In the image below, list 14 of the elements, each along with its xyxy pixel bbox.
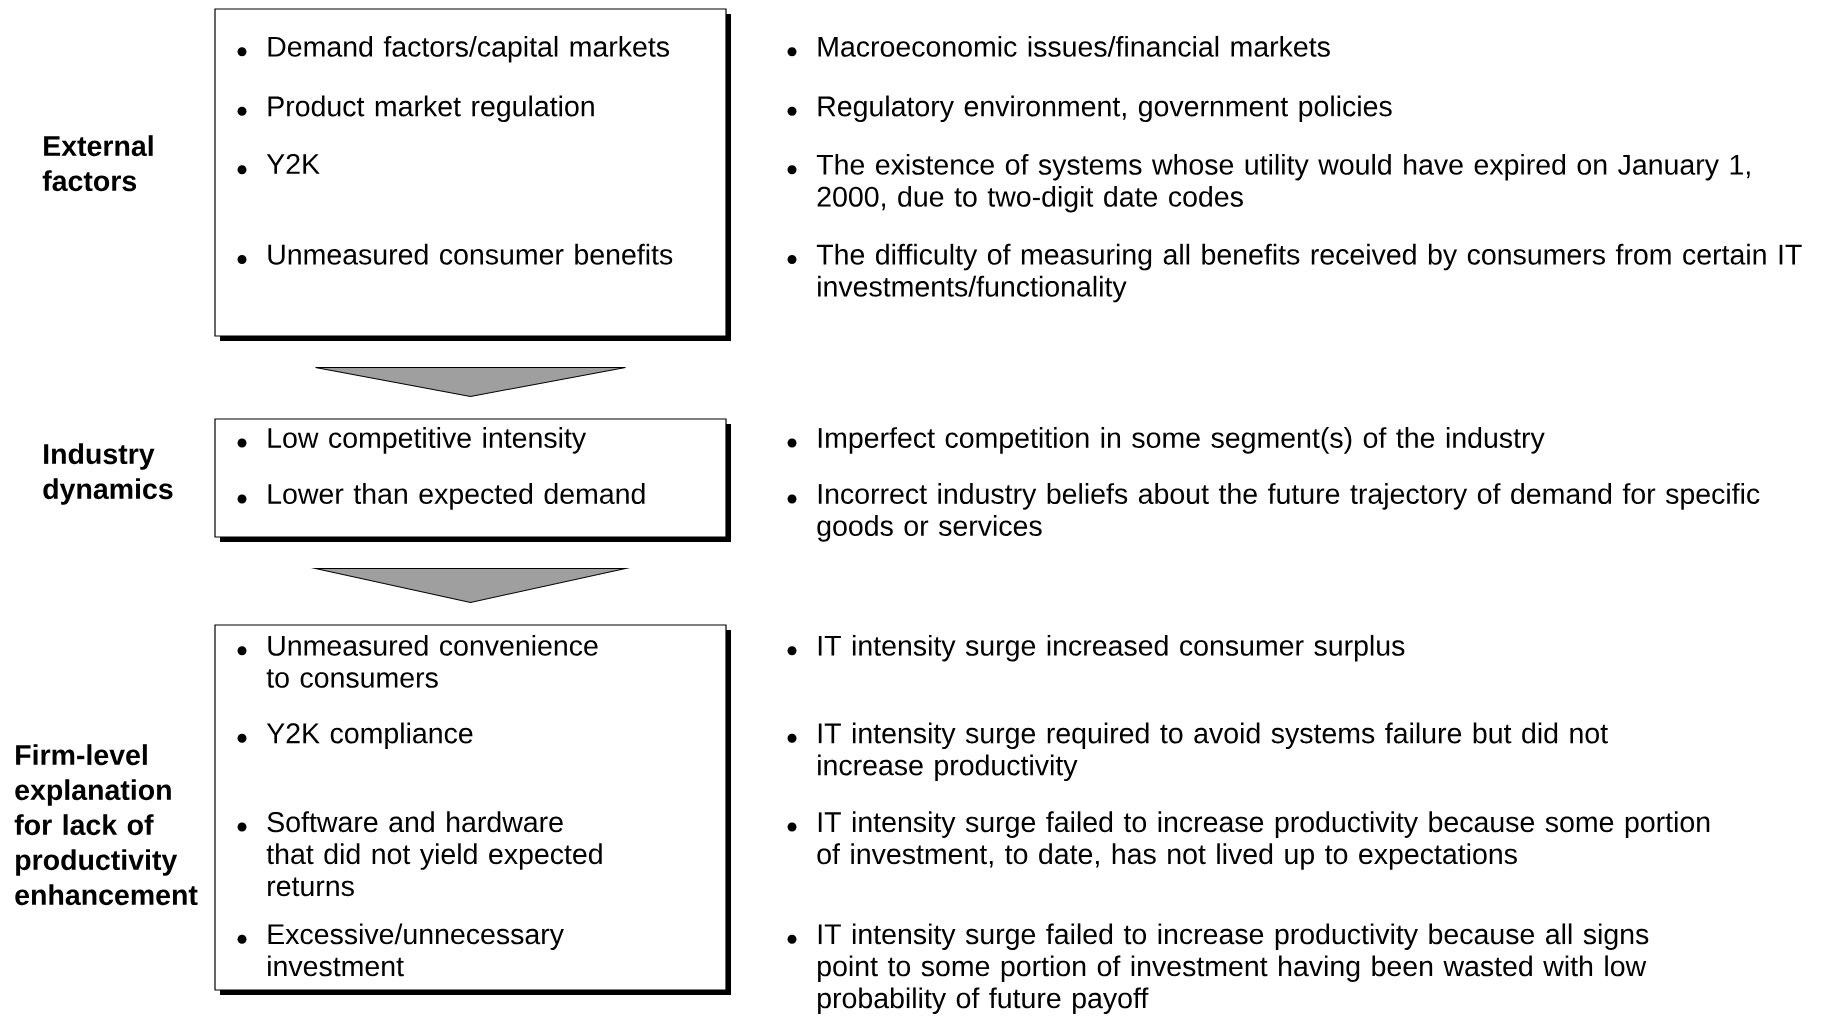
row-heading: Industry dynamics [43,443,173,505]
row-heading: Firm-level explanation for lack of productivity enhancement [14,744,198,906]
bullet-text: The difficulty of measuring all benefits received by consumers from certain IT investments/functionality [816,243,1802,303]
bullet-text: Regulatory environment, government policies [818,95,1392,123]
bullet-text: Imperfect competition in some segment(s) of the industry [818,427,1545,454]
bullet-text: IT intensity surge increased consumer surplus [818,634,1405,662]
bullet-text: Incorrect industry beliefs about the future trajectory of demand for specific goods or services [817,483,1760,542]
bullet-text: Macroeconomic issues/financial markets [818,35,1330,57]
row-heading: External factors [42,135,153,192]
chevron-arrow [315,367,626,397]
bullet-text: IT intensity surge failed to increase productivity because all signs point to some portion of investment having been wasted with low probability of future payoff [818,923,1649,1014]
bullet-text: IT intensity surge failed to increase productivity because some portion of investment, to date, has not lived up to expectations [817,811,1710,870]
bullet-text: The existence of systems whose utility would have expired on January 1, 2000, due to two-digit date codes [816,153,1750,213]
bullet-text: IT intensity surge required to avoid systems failure but did not increase productivity [818,722,1608,782]
